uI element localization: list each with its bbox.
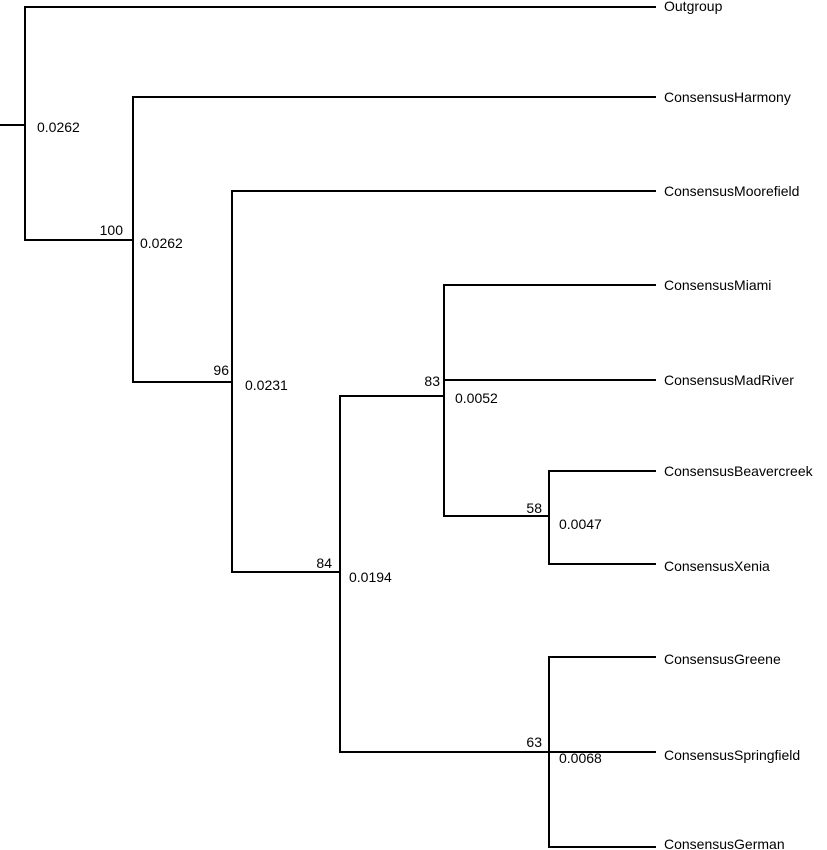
taxon-label-springfield: ConsensusSpringfield (664, 747, 800, 763)
distance-label-root: 0.0262 (37, 119, 80, 135)
taxon-label-moorefield: ConsensusMoorefield (664, 183, 799, 199)
distance-label-node-b: 0.0231 (245, 377, 288, 393)
support-label-node-e: 58 (526, 500, 542, 516)
taxon-label-german: ConsensusGerman (664, 836, 785, 850)
support-label-node-b: 96 (213, 362, 229, 378)
taxon-label-outgroup: Outgroup (664, 0, 723, 14)
distance-label-node-c: 0.0194 (349, 569, 392, 585)
distance-label-node-e: 0.0047 (559, 516, 602, 532)
distance-label-node-a: 0.0262 (140, 235, 183, 251)
support-label-node-a: 100 (100, 222, 124, 238)
support-label-node-d: 83 (424, 373, 440, 389)
taxon-label-madriver: ConsensusMadRiver (664, 372, 794, 388)
taxon-label-greene: ConsensusGreene (664, 651, 781, 667)
taxon-label-miami: ConsensusMiami (664, 277, 771, 293)
distance-label-node-f: 0.0068 (559, 750, 602, 766)
taxon-label-beavercreek: ConsensusBeavercreek (664, 463, 814, 479)
taxon-label-xenia: ConsensusXenia (664, 558, 770, 574)
support-label-node-c: 84 (316, 555, 332, 571)
support-label-node-f: 63 (526, 734, 542, 750)
taxon-label-harmony: ConsensusHarmony (664, 89, 791, 105)
distance-label-node-d: 0.0052 (455, 390, 498, 406)
